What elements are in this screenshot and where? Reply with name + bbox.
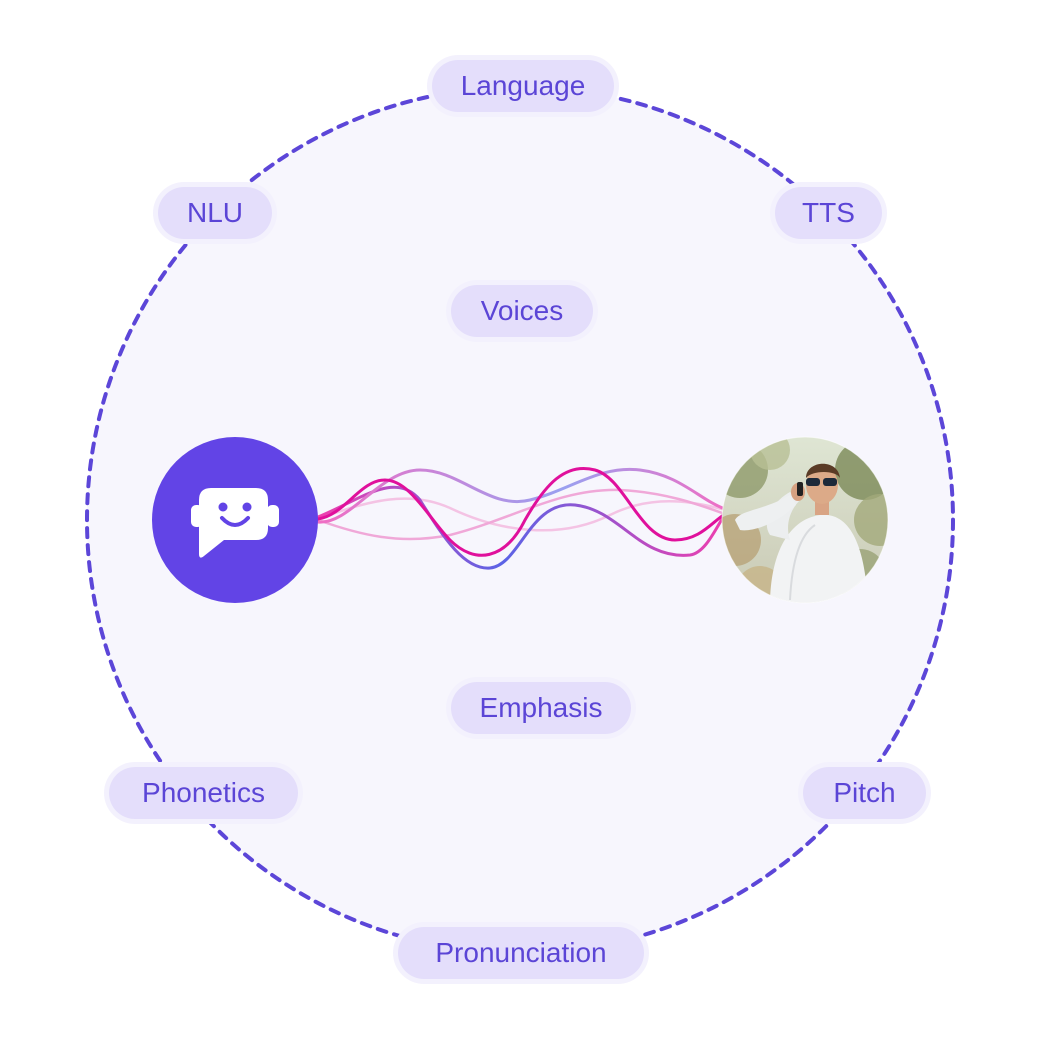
pronunciation-label: Pronunciation (398, 927, 644, 979)
language-label: Language (432, 60, 614, 112)
chatbot-avatar (152, 437, 318, 603)
voices-label: Voices (451, 285, 593, 337)
nlu-label: NLU (158, 187, 272, 239)
sound-waves (316, 467, 727, 570)
tts-label: TTS (775, 187, 882, 239)
wave-faint-2 (316, 488, 727, 541)
phonetics-label: Phonetics (109, 767, 298, 819)
pitch-label: Pitch (803, 767, 926, 819)
wave-magenta (316, 467, 727, 557)
wave-pink-2 (316, 467, 727, 524)
emphasis-label: Emphasis (451, 682, 631, 734)
